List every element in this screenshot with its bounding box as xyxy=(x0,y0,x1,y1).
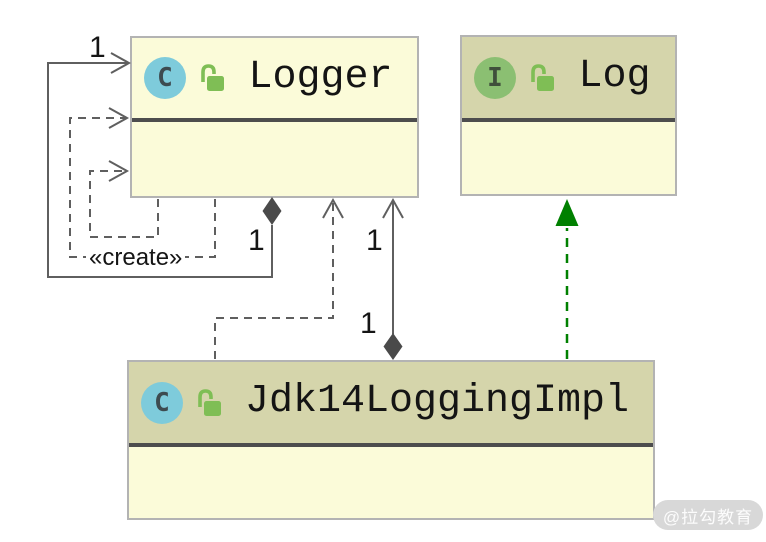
interface-header-log: I Log xyxy=(462,37,675,118)
class-box-logger[interactable]: C Logger xyxy=(130,36,419,198)
interface-box-log[interactable]: I Log xyxy=(460,35,677,196)
class-name-logger: Logger xyxy=(248,54,393,100)
multiplicity-label-jdk14-end: 1 xyxy=(360,307,377,340)
multiplicity-label-logger-end: 1 xyxy=(366,224,383,257)
multiplicity-label-logger-diamond: 1 xyxy=(248,224,265,257)
multiplicity-label-top-left: 1 xyxy=(89,31,106,64)
compartment-divider xyxy=(129,443,653,447)
unlocked-padlock-icon xyxy=(201,64,224,91)
unlocked-padlock-icon xyxy=(198,388,221,416)
compartment-divider xyxy=(132,118,417,122)
association-jdk14-to-logger xyxy=(382,197,404,360)
class-box-jdk14loggingimpl[interactable]: C Jdk14LoggingImpl xyxy=(127,360,655,520)
dependency-jdk14-to-logger xyxy=(214,197,344,359)
circle-C-icon: C xyxy=(141,381,183,424)
circle-C-icon: C xyxy=(144,57,186,99)
compartment-divider xyxy=(462,118,675,122)
class-fields-jdk14loggingimpl xyxy=(129,447,653,518)
class-header-jdk14loggingimpl: C Jdk14LoggingImpl xyxy=(129,362,653,443)
class-header-logger: C Logger xyxy=(132,38,417,118)
class-fields-logger xyxy=(132,122,417,196)
realization-jdk14-to-log xyxy=(555,199,579,359)
class-name-jdk14loggingimpl: Jdk14LoggingImpl xyxy=(244,379,630,424)
interface-name-log: Log xyxy=(578,54,651,99)
interface-fields-log xyxy=(462,122,675,194)
watermark-badge: @拉勾教育 xyxy=(653,500,763,530)
circle-I-icon: I xyxy=(474,56,516,99)
create-stereotype-label: «create» xyxy=(86,244,186,272)
unlocked-padlock-icon xyxy=(531,63,554,91)
